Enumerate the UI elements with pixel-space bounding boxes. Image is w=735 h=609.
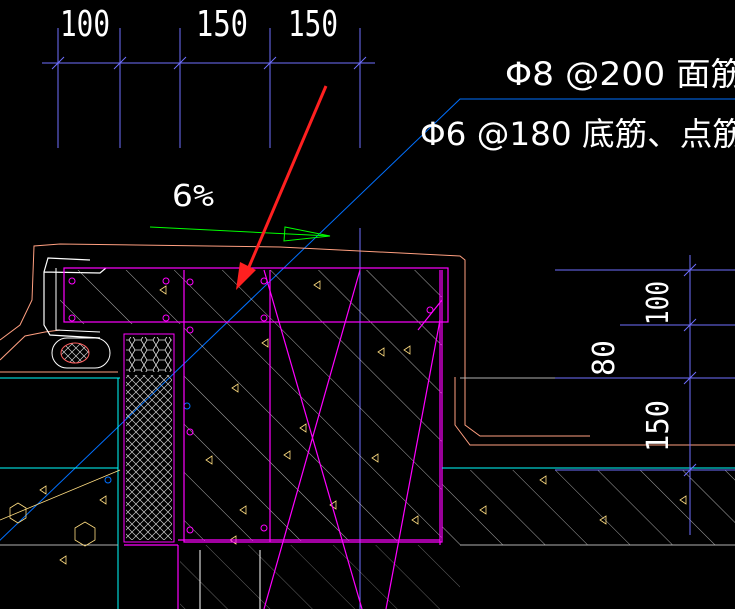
rebar-dots [68, 277, 434, 534]
slope-label: 6% [172, 179, 214, 214]
top-dim-label-3: 150 [288, 4, 338, 45]
concrete-core [184, 270, 442, 541]
slope-arrow [149, 226, 331, 242]
right-dim-middle: 80 [587, 340, 622, 376]
red-pointer-arrow [236, 85, 328, 290]
insulation-column [123, 333, 175, 543]
top-dim-label-2: 150 [196, 4, 248, 45]
top-dim-tick-2 [113, 56, 127, 70]
top-dim-tick-1 [51, 56, 65, 70]
lower-left-fill [9, 485, 107, 565]
right-dim-lower: 150 [641, 400, 676, 452]
rebar-note-bottom-bars: Φ6 @180 底筋、点筋 [420, 115, 735, 153]
parapet-lower [180, 545, 460, 609]
roof-slab [442, 470, 735, 545]
right-dimension-chain: 100 80 150 [555, 255, 735, 535]
bottom-frames [199, 550, 261, 609]
top-dim-tick-3 [173, 56, 187, 70]
top-dim-tick-5 [353, 56, 367, 70]
backer-rod [51, 337, 111, 369]
lower-left-diag [0, 469, 121, 521]
top-dim-label-1: 100 [60, 4, 110, 45]
right-dim-upper: 100 [641, 281, 676, 325]
waterproof-layers [0, 377, 735, 609]
top-dimension-chain: 100 150 150 [42, 4, 375, 148]
rebar-cage [63, 267, 449, 609]
top-dim-tick-4 [263, 56, 277, 70]
leader-dot-2 [104, 476, 112, 484]
parapet-outline [0, 243, 735, 446]
rebar-note-top-bars: Φ8 @200 面筋 [505, 55, 735, 93]
flashing-inner [55, 268, 101, 333]
aggregate-marks [159, 280, 687, 545]
